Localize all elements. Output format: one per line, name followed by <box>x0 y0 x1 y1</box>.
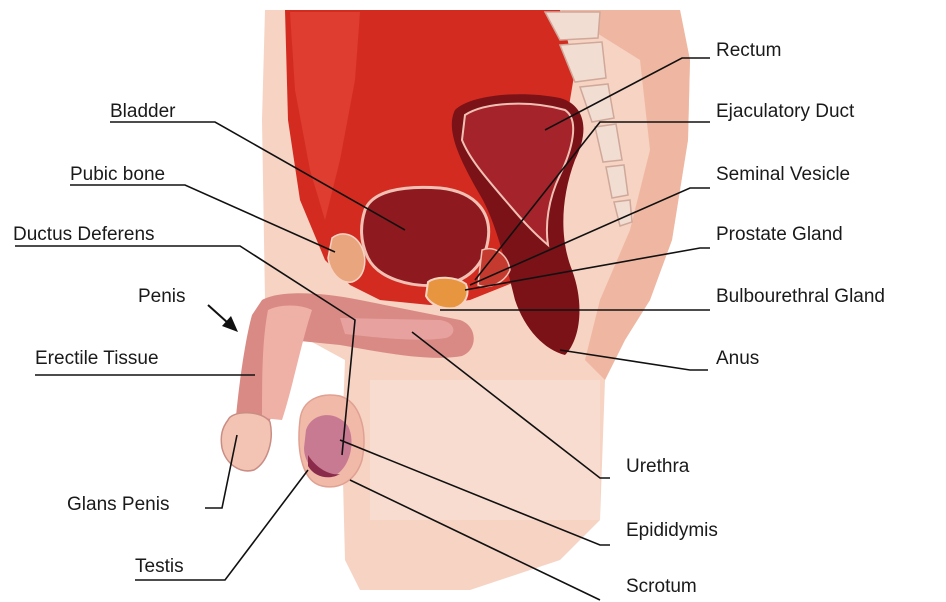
prostate-organ <box>426 278 468 309</box>
glans-penis <box>221 413 271 471</box>
erectile-tissue <box>262 306 312 421</box>
arrow-icon <box>208 305 238 332</box>
label-scrotum: Scrotum <box>626 576 697 597</box>
label-seminal-vesicle: Seminal Vesicle <box>716 164 850 185</box>
label-glans-penis: Glans Penis <box>67 494 169 515</box>
label-penis: Penis <box>138 286 186 307</box>
label-ejaculatory-duct: Ejaculatory Duct <box>716 101 855 122</box>
label-pubic-bone: Pubic bone <box>70 164 165 185</box>
label-erectile-tissue: Erectile Tissue <box>35 348 159 369</box>
label-bladder: Bladder <box>110 101 176 122</box>
prostate <box>426 278 468 309</box>
scrotum-organ <box>299 395 364 487</box>
label-testis: Testis <box>135 556 184 577</box>
label-ductus-deferens: Ductus Deferens <box>13 224 155 245</box>
label-urethra: Urethra <box>626 456 690 477</box>
label-bulbourethral-gland: Bulbourethral Gland <box>716 286 885 307</box>
label-rectum: Rectum <box>716 40 781 61</box>
label-epididymis: Epididymis <box>626 520 718 541</box>
label-anus: Anus <box>716 348 759 369</box>
bladder-organ <box>362 187 489 285</box>
label-prostate-gland: Prostate Gland <box>716 224 843 245</box>
bladder <box>362 187 489 285</box>
